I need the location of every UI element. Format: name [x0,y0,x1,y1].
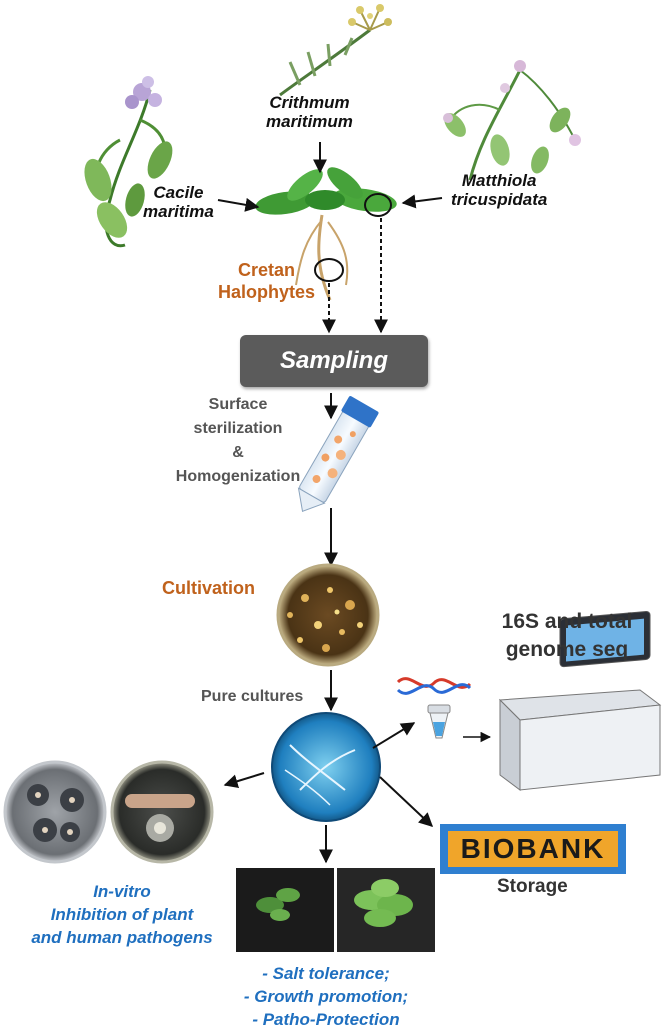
inhibition-petri-dish-1 [3,760,107,864]
sequencer-machine-icon [498,610,662,791]
sterilization-label: Surface sterilization & Homogenization [175,396,301,485]
arrow-matthiola [401,194,443,209]
invitro-label: In-vitro Inhibition of plant and human p… [31,882,213,947]
cultivation-petri-dish [276,563,380,667]
cultivation-label: Cultivation [162,578,255,598]
crithmum-maritimum-illustration [279,4,392,97]
inhibition-petri-dish-2 [110,760,214,864]
biobank-logo-text: BIOBANK [461,833,606,864]
biobank-logo [440,824,626,874]
eppendorf-tube-icon [427,704,451,739]
sampling-box: Sampling [240,335,428,387]
cacile-maritima-illustration [84,76,173,248]
arrow-to-invitro [223,772,265,788]
dna-helix-icon [396,677,472,695]
root-sample-circle [314,258,344,282]
plant-assays-label: - Salt tolerance; - Growth promotion; - … [243,964,409,1029]
arrow-to-sequencing [372,722,416,749]
arrow-cacile [217,197,260,212]
halophyte-rosette-illustration [255,167,397,301]
matthiola-tricuspidata-illustration [443,60,581,181]
storage-label: Storage [497,876,568,897]
leaf-sample-circle [364,193,392,217]
pure-cultures-label: Pure cultures [201,688,304,705]
arrow-to-biobank [379,776,434,827]
sampling-label: Sampling [279,347,388,374]
pure-culture-petri-dish [271,712,381,822]
falcon-tube-illustration [297,396,379,512]
plant-assay-photos [236,868,435,952]
